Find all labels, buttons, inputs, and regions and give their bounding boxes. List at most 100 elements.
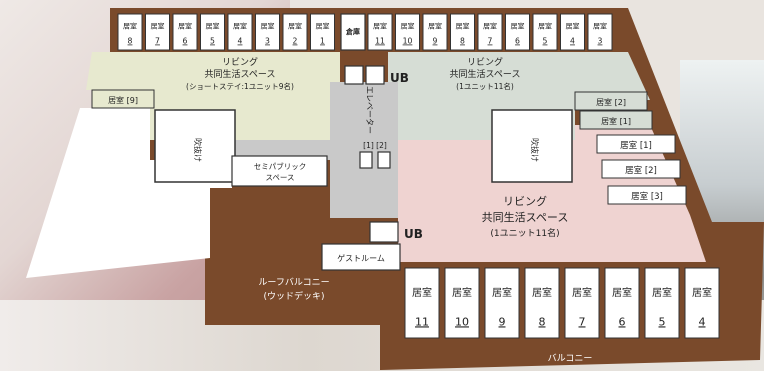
room-9: [91, 89, 155, 109]
guest-room: [321, 243, 401, 271]
south-room-10-number: 10: [455, 315, 469, 328]
south-room-9: 居室9: [484, 267, 520, 339]
right-unit-line2: 共同生活スペース: [450, 68, 521, 80]
north-left-room-2-box: [282, 13, 308, 51]
right-unit-line1: リビング: [467, 56, 503, 68]
short-stay-area: [86, 52, 340, 140]
north-left-room-6: 居室6: [172, 13, 198, 51]
room-9-label: 居室 [9]: [108, 95, 138, 105]
north-right-room-8: 居室8: [450, 13, 475, 51]
north-left-room-4-number: 4: [238, 37, 243, 46]
semi-public-line2: スペース: [265, 173, 294, 182]
north-right-room-6-prefix: 居室: [511, 21, 525, 30]
elevator-label: エレベーター: [365, 86, 374, 134]
north-right-room-5-box: [532, 13, 558, 51]
north-left-room-4-box: [227, 13, 253, 51]
north-right-room-7-prefix: 居室: [483, 21, 497, 30]
south-room-5-number: 5: [659, 315, 666, 328]
storage-room: [340, 13, 366, 51]
north-left-room-7: 居室7: [145, 13, 170, 51]
south-room-7: 居室7: [564, 267, 600, 339]
right-room-upper-2: [579, 110, 653, 130]
south-unit-line2: 共同生活スペース: [482, 210, 569, 224]
south-room-10: 居室 10: [444, 267, 480, 339]
short-stay-line1: リビング: [222, 56, 258, 68]
elevator-numbers: [1] [2]: [363, 141, 387, 150]
north-right-room-4-box: [560, 13, 585, 51]
south-room-9-box: [484, 267, 520, 339]
ub-top-label: UB: [390, 71, 409, 85]
void-right-label: 吹抜け: [530, 138, 540, 162]
north-left-room-5: 居室5: [200, 13, 225, 51]
right-room-lower-1: [596, 134, 676, 154]
north-right-room-11-number: 11: [375, 37, 385, 46]
north-left-room-4-prefix: 居室: [233, 21, 247, 30]
right-room-upper-1-label: 居室 [2]: [596, 97, 626, 107]
south-room-10-prefix: 居室: [452, 286, 472, 299]
south-room-11-prefix: 居室: [412, 286, 432, 299]
north-left-room-1-prefix: 居室: [316, 21, 330, 30]
south-room-6-number: 6: [619, 315, 626, 328]
north-right-room-11-prefix: 居室: [373, 21, 387, 30]
south-room-11-box: [404, 267, 440, 339]
north-right-room-6-number: 6: [515, 37, 520, 46]
north-right-room-3: 居室3: [587, 13, 613, 51]
roof-balcony-line1: ルーフバルコニー: [258, 277, 329, 288]
ub-top-box-2: [365, 65, 385, 85]
north-left-room-6-number: 6: [183, 37, 188, 46]
south-room-4: 居室 4: [684, 267, 720, 339]
ub-top-box-1: [344, 65, 364, 85]
south-room-4-number: 4: [699, 315, 706, 328]
short-stay-line3: (ショートステイ:1ユニット9名): [186, 81, 294, 91]
south-room-11: 居室 11: [404, 267, 440, 339]
north-right-room-5-number: 5: [543, 37, 548, 46]
north-left-room-1-number: 1: [320, 37, 325, 46]
north-right-room-9: 居室 9: [422, 13, 448, 51]
north-left-room-3-box: [255, 13, 280, 51]
void-right: [491, 109, 573, 183]
south-room-4-box: [684, 267, 720, 339]
north-left-room-3-prefix: 居室: [261, 21, 275, 30]
south-room-8-number: 8: [539, 315, 546, 328]
north-right-room-5: 居室5: [532, 13, 558, 51]
north-right-room-11-box: [367, 13, 393, 51]
south-room-4-prefix: 居室: [692, 286, 712, 299]
north-left-room-1-box: [310, 13, 335, 51]
right-room-upper-1: [574, 91, 648, 111]
north-left-room-8-box: [117, 13, 143, 51]
north-right-room-4: 居室4: [560, 13, 585, 51]
north-left-room-2: 居室 2: [282, 13, 308, 51]
south-room-11-number: 11: [415, 315, 429, 328]
left-white-block: [26, 108, 232, 278]
south-room-9-prefix: 居室: [492, 286, 512, 299]
right-room-lower-3-label: 居室 [3]: [631, 191, 663, 202]
ub-bottom-box-1: [369, 221, 399, 243]
right-room-lower-3: [607, 185, 687, 205]
north-right-room-6: 居室 6: [505, 13, 530, 51]
north-left-room-8-number: 8: [128, 37, 133, 46]
north-left-room-7-box: [145, 13, 170, 51]
right-room-lower-1-label: 居室 [1]: [620, 140, 652, 151]
north-right-room-3-box: [587, 13, 613, 51]
north-right-room-10-number: 10: [403, 37, 413, 46]
south-room-6: 居室6: [604, 267, 640, 339]
roof-balcony-line2: (ウッドデッキ): [263, 290, 324, 302]
south-room-6-box: [604, 267, 640, 339]
north-left-room-3-number: 3: [265, 37, 270, 46]
south-room-5: 居室5: [644, 267, 680, 339]
north-right-room-8-box: [450, 13, 475, 51]
north-left-room-2-number: 2: [293, 37, 298, 46]
north-right-room-9-number: 9: [433, 37, 438, 46]
north-right-room-7-number: 7: [488, 37, 493, 46]
north-right-room-9-prefix: 居室: [428, 21, 442, 30]
right-room-lower-2-label: 居室 [2]: [625, 165, 657, 176]
north-left-room-7-number: 7: [155, 37, 160, 46]
north-right-room-4-prefix: 居室: [566, 21, 580, 30]
south-room-7-box: [564, 267, 600, 339]
short-stay-line2: 共同生活スペース: [205, 68, 276, 80]
north-left-room-2-prefix: 居室: [288, 21, 302, 30]
